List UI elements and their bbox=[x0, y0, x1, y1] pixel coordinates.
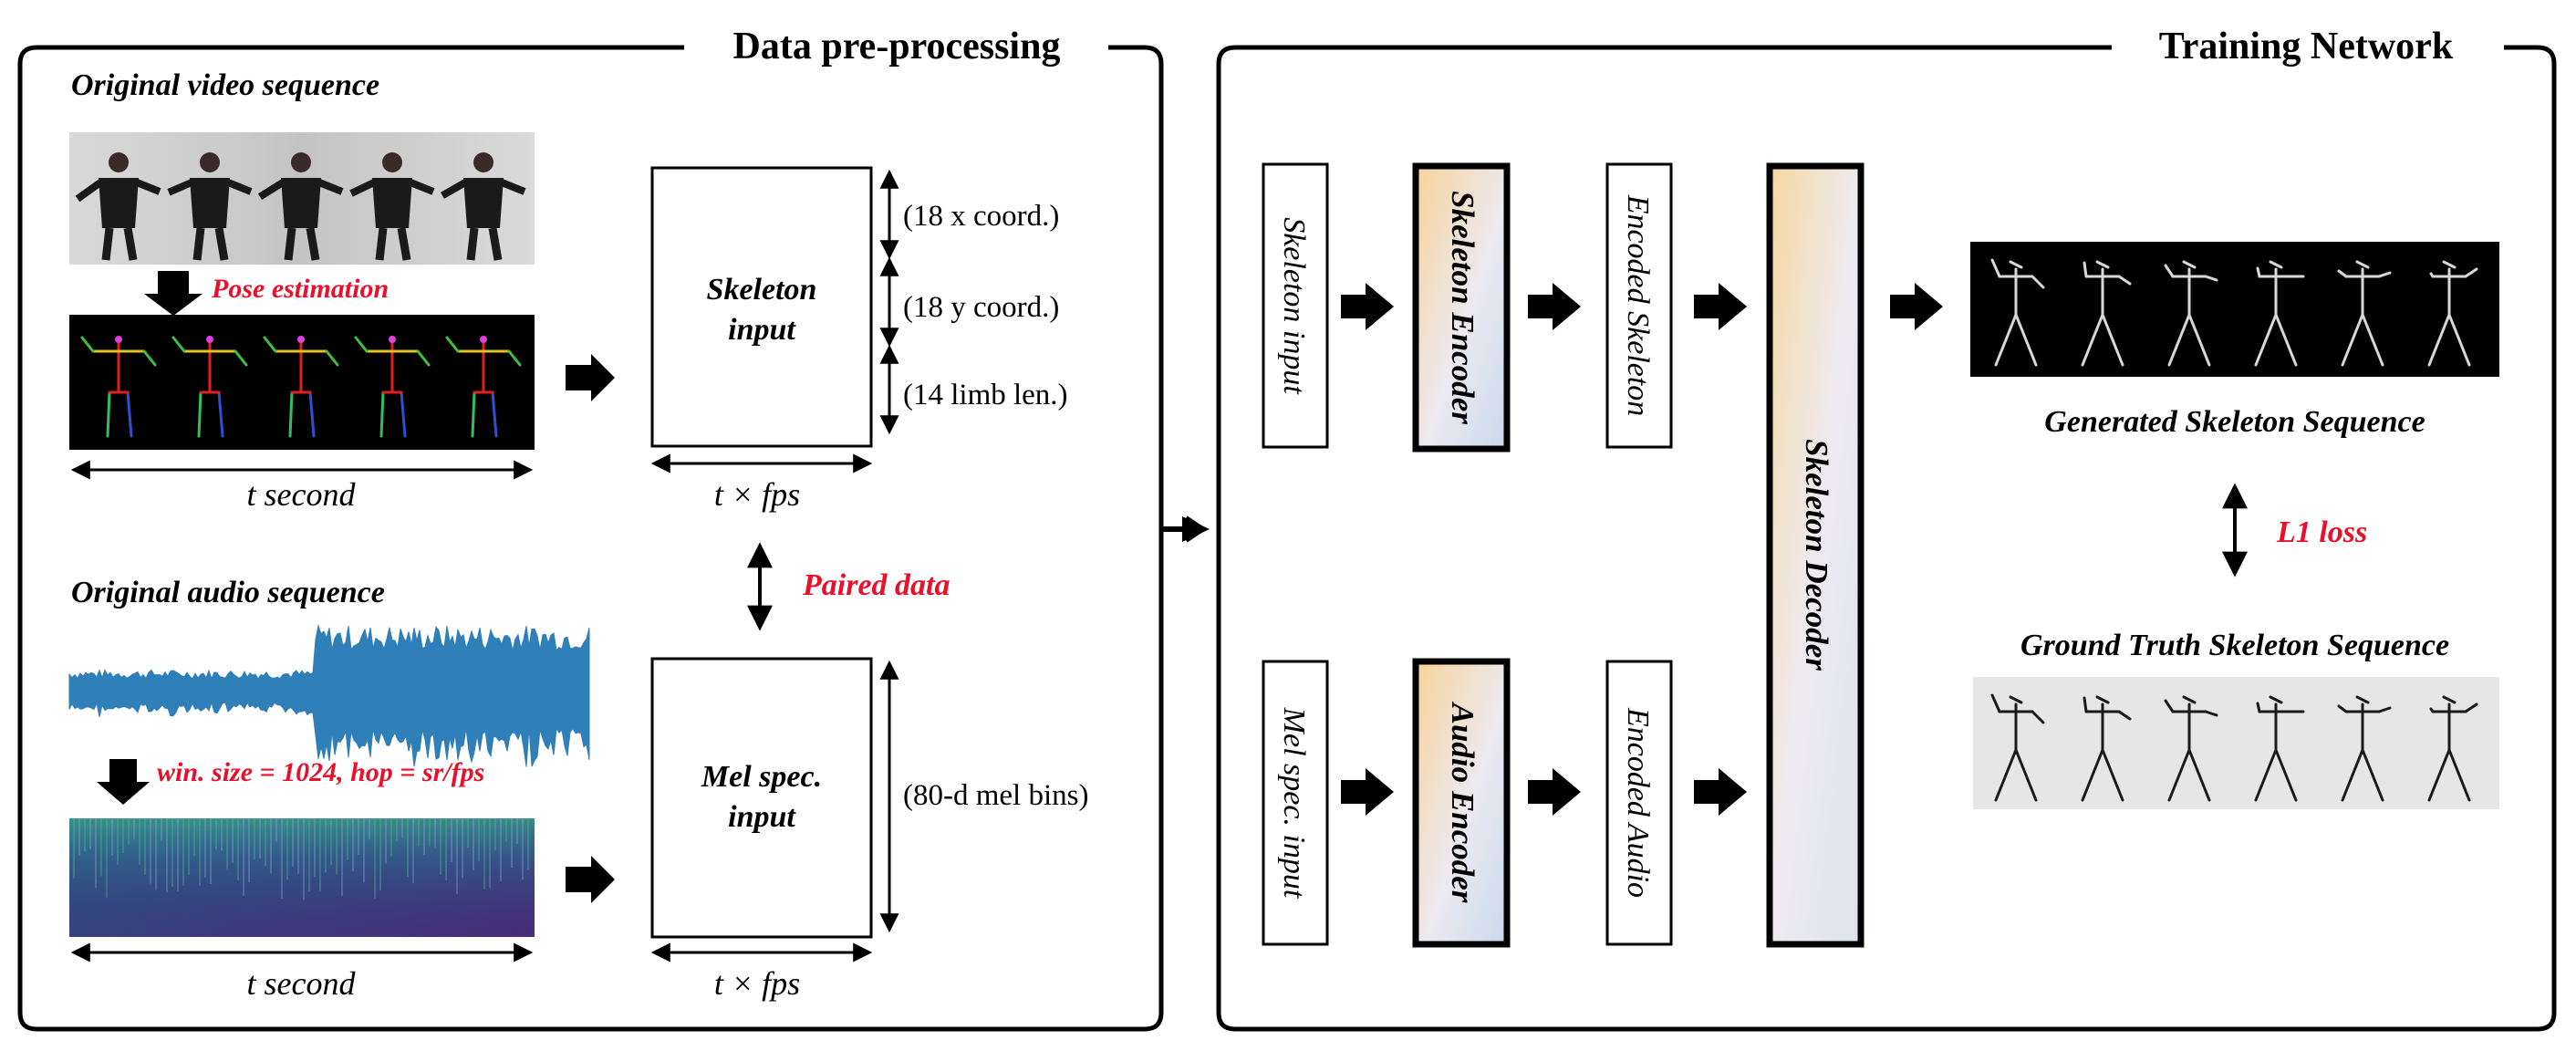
preprocessing-title: Data pre-processing bbox=[733, 26, 1061, 68]
paired-data-label: Paired data bbox=[802, 568, 950, 602]
generated-skeleton-image bbox=[1970, 242, 2499, 377]
to-mel-input-arrow-icon bbox=[566, 856, 615, 903]
to-generated-arrow-icon bbox=[1890, 283, 1943, 330]
mel-input-node bbox=[1262, 660, 1329, 946]
skeleton-decoder-node bbox=[1766, 162, 1864, 948]
ground-truth-skeleton-title: Ground Truth Skeleton Sequence bbox=[2020, 629, 2449, 662]
skeleton-frames-image bbox=[69, 315, 535, 450]
skeleton-width-label: t × fps bbox=[714, 476, 800, 513]
audio-encoder-node bbox=[1412, 658, 1511, 948]
video-frames-image bbox=[69, 132, 535, 265]
mel-input-box-line2: input bbox=[728, 800, 796, 834]
encoded-audio-label: Encoded Audio bbox=[1621, 707, 1655, 898]
mel-input-box-line1: Mel spec. bbox=[701, 760, 822, 794]
encoded-skeleton-node bbox=[1605, 162, 1673, 449]
video-title: Original video sequence bbox=[71, 68, 379, 102]
skeleton-input-node-label: Skeleton input bbox=[1277, 217, 1311, 395]
skeleton-dim-y-label: (18 y coord.) bbox=[903, 291, 1059, 324]
training-title: Training Network bbox=[2159, 26, 2454, 68]
to-decoder-bottom-arrow-icon bbox=[1694, 768, 1747, 816]
stft-label: win. size = 1024, hop = sr/fps bbox=[157, 757, 484, 787]
skeleton-dim-x-label: (18 x coord.) bbox=[903, 200, 1059, 233]
to-encoded-audio-arrow-icon bbox=[1528, 768, 1581, 816]
skeleton-input-box bbox=[650, 166, 873, 448]
skeleton-decoder-label: Skeleton Decoder bbox=[1799, 439, 1834, 671]
skeleton-input-node bbox=[1262, 162, 1329, 449]
audio-encoder-label: Audio Encoder bbox=[1445, 702, 1480, 903]
skeleton-input-box-line1: Skeleton bbox=[707, 273, 817, 307]
mel-dim-label: (80-d mel bins) bbox=[903, 779, 1088, 812]
mel-input-node-label: Mel spec. input bbox=[1277, 707, 1311, 900]
mel-spectrogram-image bbox=[69, 818, 535, 937]
encoded-audio-node bbox=[1605, 660, 1673, 946]
to-skeleton-input-arrow-icon bbox=[566, 354, 615, 401]
generated-skeleton-title: Generated Skeleton Sequence bbox=[2044, 405, 2425, 439]
training-panel-border bbox=[1216, 45, 2557, 1032]
stft-arrow-icon bbox=[97, 759, 150, 805]
to-decoder-top-arrow-icon bbox=[1694, 283, 1747, 330]
audio-duration-label: t second bbox=[247, 965, 357, 1002]
pose-estimation-arrow-icon bbox=[144, 271, 203, 316]
preprocessing-panel-border bbox=[17, 45, 1164, 1032]
to-encoded-skeleton-arrow-icon bbox=[1528, 283, 1581, 330]
encoded-skeleton-label: Encoded Skeleton bbox=[1621, 194, 1655, 417]
skeleton-encoder-node bbox=[1412, 162, 1511, 453]
audio-waveform-image bbox=[68, 623, 590, 767]
mel-width-label: t × fps bbox=[714, 965, 800, 1002]
skeleton-dim-limb-label: (14 limb len.) bbox=[903, 379, 1068, 411]
ground-truth-skeleton-image bbox=[1973, 677, 2499, 809]
loss-label: L1 loss bbox=[2276, 515, 2367, 549]
pose-estimation-label: Pose estimation bbox=[211, 274, 389, 304]
to-audio-encoder-arrow-icon bbox=[1341, 768, 1394, 816]
video-duration-label: t second bbox=[247, 476, 357, 513]
to-skeleton-encoder-arrow-icon bbox=[1341, 283, 1394, 330]
mel-input-box bbox=[650, 657, 873, 939]
skeleton-encoder-label: Skeleton Encoder bbox=[1445, 191, 1480, 424]
audio-title: Original audio sequence bbox=[71, 576, 385, 609]
skeleton-input-box-line2: input bbox=[728, 313, 796, 347]
